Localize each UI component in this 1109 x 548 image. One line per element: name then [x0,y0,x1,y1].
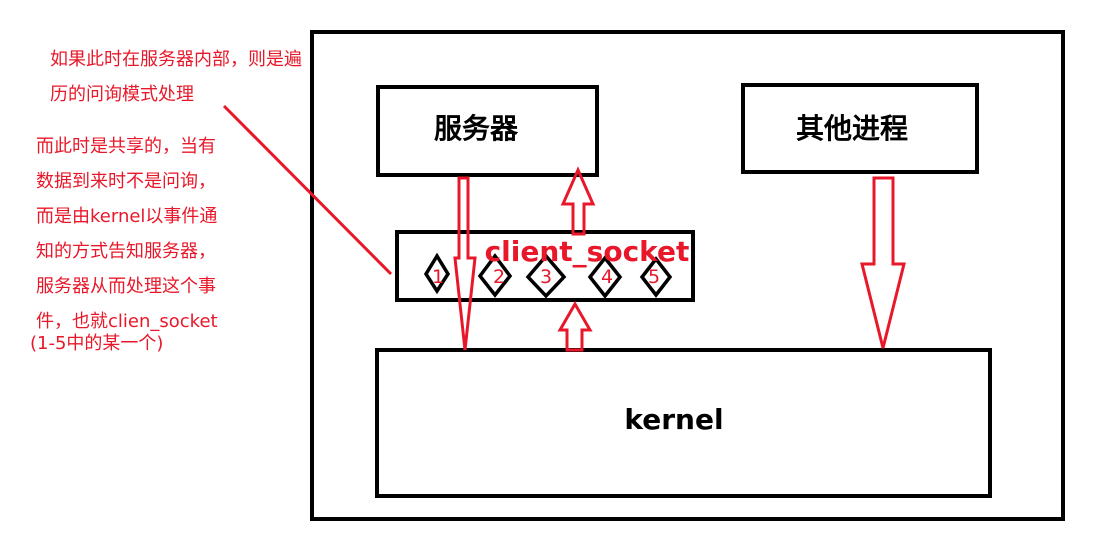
arrow-server-to-kernel [453,176,477,351]
other-process-label: 其他进程 [796,112,908,145]
slot-number-1: 1 [432,266,444,288]
arrow-process-to-kernel [860,176,906,349]
note-side-line-6: 件，也就clien_socket [36,311,218,332]
slot-diamond-2 [477,253,513,298]
note-side-line-7: (1-5中的某一个) [30,333,163,354]
note-side-line-2: 数据到来时不是问询， [36,171,216,192]
annotation-leader-line [222,104,393,276]
note-side-line-5: 服务器从而处理这个事 [36,276,216,297]
server-box [376,85,599,177]
note-top-line-1: 如果此时在服务器内部，则是遍 [50,49,302,70]
arrow-kernel-to-socket [557,300,593,352]
note-side-line-4: 知的方式告知服务器， [36,241,216,262]
system-frame [310,30,1065,521]
slot-diamond-4 [587,255,623,299]
slot-number-5: 5 [648,266,660,288]
slot-number-3: 3 [540,266,552,288]
kernel-box [375,348,992,498]
note-side-line-3: 而是由kernel以事件通 [36,206,217,227]
slot-number-4: 4 [601,266,613,288]
slot-diamond-5 [639,256,673,298]
slot-number-2: 2 [493,266,505,288]
slot-diamond-3 [525,253,567,299]
note-top-line-2: 历的问询模式处理 [50,84,194,105]
socket-bar [395,230,695,302]
other-process-box [741,83,979,174]
note-side-line-1: 而此时是共享的，当有 [36,136,216,157]
slot-diamond-1 [423,252,451,295]
arrow-socket-to-server [560,166,596,236]
server-label: 服务器 [434,112,519,145]
kernel-label: kernel [624,403,723,436]
client-socket-label: client_socket [485,235,690,268]
